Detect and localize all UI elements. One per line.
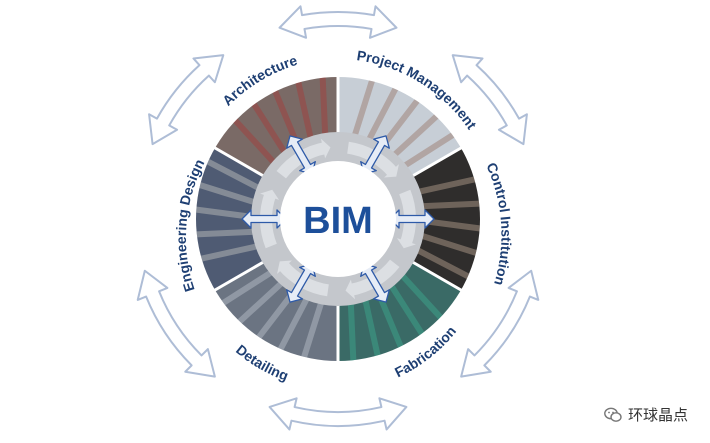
outer-curved-arrow bbox=[268, 397, 408, 431]
ring-flow-arrowhead bbox=[260, 189, 280, 200]
outer-curved-arrow bbox=[451, 54, 528, 146]
inner-arrows bbox=[241, 135, 435, 303]
ring-flow-arrowhead bbox=[384, 164, 399, 178]
center-disk bbox=[280, 161, 396, 277]
label-control-institution: Control Institution bbox=[483, 160, 514, 287]
spoke-arrow bbox=[360, 135, 390, 175]
ring-flow-arrowhead bbox=[345, 279, 356, 300]
outer-curved-arrow bbox=[148, 54, 225, 146]
ring-flow-arrowhead bbox=[396, 238, 416, 249]
outer-curved-arrow bbox=[460, 269, 540, 378]
ring-flow-arrowhead bbox=[277, 260, 292, 274]
sector-divider bbox=[410, 260, 465, 293]
outer-arrows bbox=[136, 5, 540, 431]
watermark: 环球晶点 bbox=[604, 404, 688, 425]
sector-dividers bbox=[211, 74, 465, 364]
spoke-arrow bbox=[286, 263, 316, 303]
outer-curved-arrow bbox=[278, 5, 398, 39]
sector-divider bbox=[211, 260, 266, 293]
spoke-arrow bbox=[241, 209, 287, 229]
wechat-icon bbox=[604, 407, 622, 422]
spoke-arrow bbox=[286, 135, 316, 175]
spoke-arrow bbox=[389, 209, 435, 229]
watermark-text: 环球晶点 bbox=[627, 406, 688, 424]
spoke-arrow bbox=[360, 263, 390, 303]
sector-divider bbox=[410, 145, 465, 178]
sector-divider bbox=[211, 145, 266, 178]
ring-flow-arrowhead bbox=[320, 138, 331, 159]
center-label: BIM bbox=[303, 200, 373, 242]
outer-curved-arrow bbox=[136, 269, 216, 378]
